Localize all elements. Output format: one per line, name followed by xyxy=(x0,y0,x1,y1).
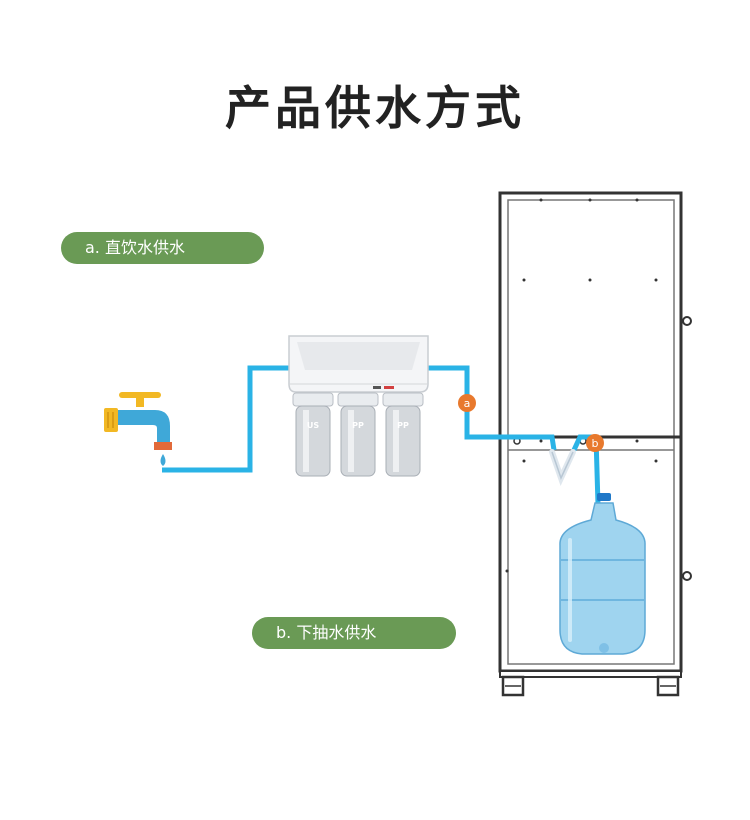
marker-a-text: a xyxy=(464,397,471,410)
water-purifier-filter-unit: US PP PP xyxy=(288,335,429,477)
filter-label-1: US xyxy=(307,421,319,430)
door-knob-upper xyxy=(682,316,692,326)
filter-label-2: PP xyxy=(352,421,364,430)
filter-cartridge-2: PP xyxy=(337,392,379,477)
label-direct-water-supply: a. 直饮水供水 xyxy=(61,232,264,264)
page-title: 产品供水方式 xyxy=(225,81,525,135)
cabinet-foot-left xyxy=(501,675,525,697)
cabinet-foot-right xyxy=(656,675,680,697)
bottled-water-jug xyxy=(559,493,646,655)
door-knob-lower xyxy=(682,571,692,581)
faucet-icon xyxy=(104,392,172,466)
filter-label-3: PP xyxy=(397,421,409,430)
marker-b-text: b xyxy=(592,437,599,450)
marker-b: b xyxy=(586,434,604,452)
label-bottom-pump-supply: b. 下抽水供水 xyxy=(252,617,456,649)
drain-hose xyxy=(549,449,576,487)
filter-cartridge-3: PP xyxy=(382,392,424,477)
marker-a: a xyxy=(458,394,476,412)
water-pipe xyxy=(162,365,601,506)
filter-cartridge-1: US xyxy=(292,392,334,477)
